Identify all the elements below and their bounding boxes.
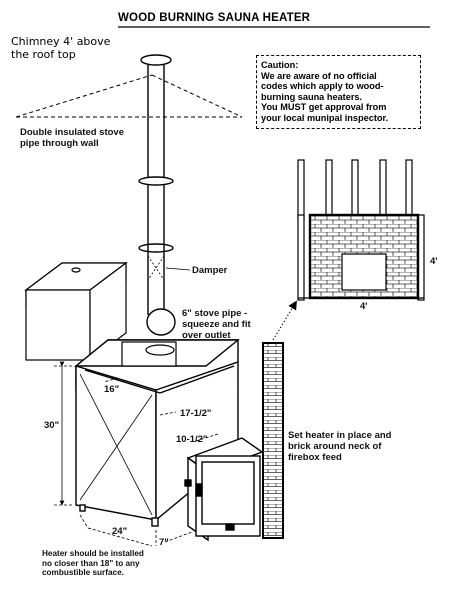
stove-pipe-label: 6" stove pipe - squeeze and fit over out… bbox=[182, 308, 251, 341]
caution-box: Caution: We are aware of no official cod… bbox=[256, 55, 421, 129]
brick-column bbox=[262, 342, 284, 539]
water-tank bbox=[24, 261, 128, 362]
heater-outlet bbox=[121, 341, 177, 367]
stove-pipe-wall-label: Double insulated stove pipe through wall bbox=[20, 127, 124, 149]
dim-side: 17-1/2" bbox=[180, 408, 212, 419]
dim-top-depth: 16" bbox=[104, 384, 120, 395]
brick-wall bbox=[297, 159, 425, 301]
damper-pointer bbox=[165, 267, 191, 271]
caution-heading: Caution: bbox=[261, 60, 299, 70]
roof-plane bbox=[15, 74, 243, 118]
chimney-note: Chimney 4' above the roof top bbox=[11, 35, 111, 61]
clearance-note: Heater should be installed no closer tha… bbox=[42, 549, 144, 577]
placement-arrow bbox=[272, 300, 297, 341]
dim-firebox: 10-1/2" bbox=[176, 434, 208, 445]
page-title: WOOD BURNING SAUNA HEATER bbox=[118, 12, 311, 24]
set-heater-label: Set heater in place and brick around nec… bbox=[288, 430, 392, 463]
damper-label: Damper bbox=[192, 265, 228, 276]
dim-feed: 7" bbox=[159, 537, 169, 548]
dim-wall-height: 4' bbox=[430, 256, 438, 267]
dim-width: 24" bbox=[112, 526, 128, 537]
stove-pipe bbox=[138, 54, 176, 336]
caution-body: We are aware of no official codes which … bbox=[261, 70, 389, 123]
dim-wall-width: 4' bbox=[360, 301, 368, 312]
dimension-lines bbox=[54, 361, 219, 547]
dim-height: 30" bbox=[44, 420, 60, 431]
front-panel bbox=[79, 373, 153, 516]
firebox-feed bbox=[184, 437, 264, 542]
